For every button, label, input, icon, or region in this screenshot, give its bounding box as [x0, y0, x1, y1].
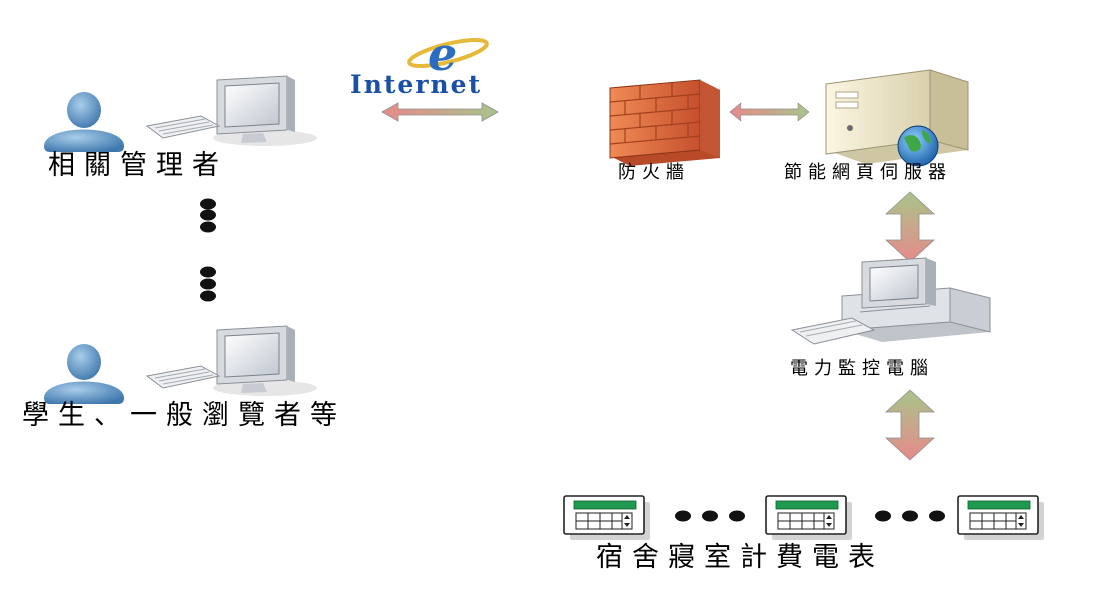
internet-arrow-icon — [381, 102, 499, 122]
firewall-server-arrow-icon — [729, 102, 810, 122]
firewall-label: 防火牆 — [618, 162, 690, 183]
admin-user-icon — [44, 92, 124, 152]
student-user-icon — [44, 344, 124, 404]
meters-label: 宿舍寢室計費電表 — [596, 542, 884, 573]
electric-meter-icon — [957, 495, 1045, 541]
student-label: 學生、一般瀏覽者等 — [22, 400, 346, 431]
monitor-meter-arrow-icon — [885, 389, 935, 461]
horizontal-ellipsis-icon — [875, 510, 945, 522]
electric-meter-icon — [563, 495, 651, 541]
monitor-computer-icon — [790, 257, 991, 345]
admin-label: 相關管理者 — [48, 150, 228, 181]
horizontal-ellipsis-icon — [675, 510, 745, 522]
admin-computer-icon — [146, 75, 318, 147]
internet-explorer-icon: e — [407, 27, 489, 81]
vertical-ellipsis-icon — [200, 198, 216, 302]
firewall-brick-wall-icon — [609, 79, 720, 166]
internet-label: Internet — [350, 70, 483, 99]
server-tower-icon — [825, 69, 969, 167]
monitor-label: 電力監控電腦 — [790, 358, 934, 379]
student-computer-icon — [146, 325, 318, 397]
electric-meter-icon — [765, 495, 853, 541]
server-monitor-arrow-icon — [885, 191, 935, 263]
server-label: 節能網頁伺服器 — [784, 162, 952, 183]
svg-text:e: e — [428, 27, 457, 81]
